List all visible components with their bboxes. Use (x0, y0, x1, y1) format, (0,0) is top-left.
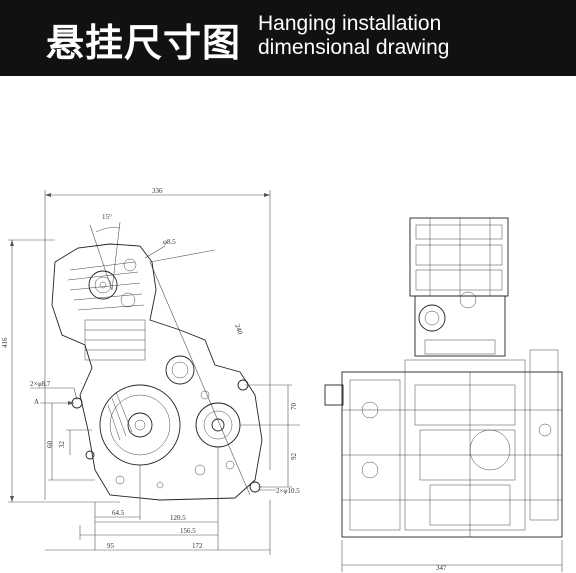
title-english-line2: dimensional drawing (258, 36, 450, 59)
dim-70: 70 (290, 403, 298, 411)
dim-left-holes: 2×φ8.7 (30, 380, 51, 388)
title-chinese: 悬挂尺寸图 (46, 21, 242, 65)
title-english-line1: Hanging installation (258, 12, 442, 35)
header-banner: 悬挂尺寸图 Hanging installation dimensional d… (0, 0, 576, 76)
dim-95: 95 (107, 542, 115, 550)
dim-92: 92 (290, 453, 298, 461)
dim-overall-width: 336 (152, 187, 163, 195)
title-english: Hanging installation dimensional drawing (258, 12, 449, 60)
dim-top-hole: φ8.5 (163, 238, 176, 246)
side-view: 347 (324, 217, 563, 572)
dim-angle: 15° (102, 213, 112, 221)
dim-156-5: 156.5 (180, 527, 196, 535)
dim-172: 172 (192, 542, 203, 550)
dim-60: 60 (46, 441, 54, 449)
dim-bottom-holes: 2×φ10.5 (276, 487, 300, 495)
dim-64-5: 64.5 (112, 509, 125, 517)
label-a: A (34, 398, 39, 406)
dim-32: 32 (58, 441, 66, 449)
front-view: 336 416 15° φ8.5 240 (1, 187, 300, 555)
dim-120-5: 120.5 (170, 514, 186, 522)
dim-overall-height: 416 (1, 337, 9, 348)
dim-diagonal: 240 (233, 323, 244, 336)
engine-drawing: 336 416 15° φ8.5 240 (1, 187, 563, 572)
dim-side: 347 (436, 564, 447, 572)
engine-front-outline (51, 243, 263, 501)
